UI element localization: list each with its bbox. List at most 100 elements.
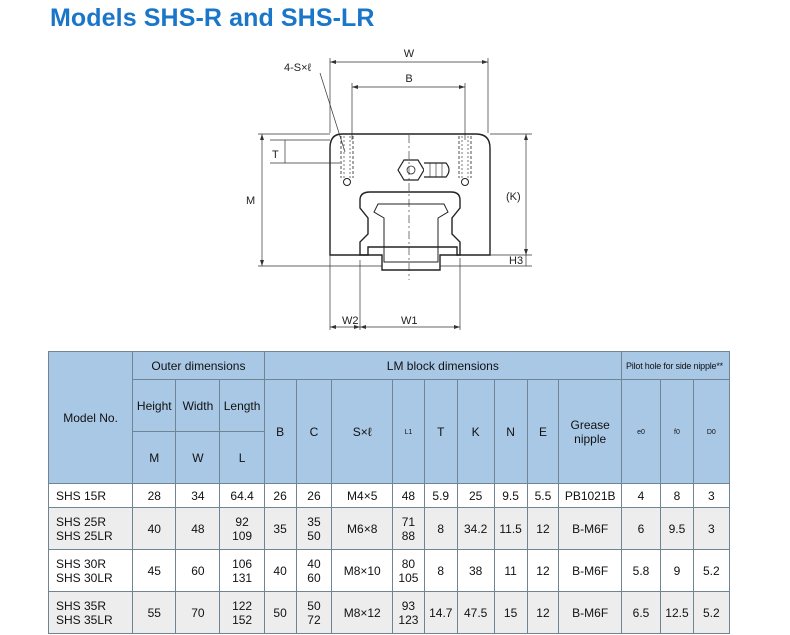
symbol-b: B — [263, 379, 297, 484]
cell-m: 40 — [132, 507, 177, 550]
symbol-l1: L1 — [392, 379, 425, 484]
cell-b: 35 — [263, 507, 297, 550]
cell-e: 12 — [526, 507, 560, 550]
dim-label-t: T — [272, 149, 279, 161]
cell-l1: 48 — [392, 483, 425, 508]
dimensions-table: Model No. Outer dimensions LM block dime… — [47, 351, 790, 634]
header-model-no: Model No. — [47, 351, 134, 484]
header-lm-block-dimensions: LM block dimensions — [263, 351, 623, 380]
cell-t: 8 — [423, 507, 458, 550]
cell-e: 12 — [526, 591, 560, 634]
table-spacer — [729, 351, 789, 484]
symbol-n: N — [493, 379, 528, 484]
symbol-w: W — [175, 431, 221, 484]
dim-label-w2: W2 — [342, 315, 359, 327]
dim-label-k: (K) — [506, 191, 521, 203]
header-outer-dimensions: Outer dimensions — [132, 351, 265, 380]
cell-e: 5.5 — [526, 483, 560, 508]
cell-m: 28 — [132, 483, 177, 508]
symbol-l: L — [219, 431, 265, 484]
block-cross-section-drawing: W B 4-S×ℓ T — [246, 48, 532, 330]
cell-nipple: B-M6F — [558, 507, 622, 550]
symbol-s: S×ℓ — [331, 379, 394, 484]
table-row: SHS 15R 28 34 64.4 26 26 M4×5 48 5.9 25 … — [47, 483, 790, 508]
cell-t: 14.7 — [423, 591, 458, 634]
cell-f0: 9.5 — [660, 507, 694, 550]
cell-d0: 3 — [692, 507, 730, 550]
cell-e0: 6.5 — [620, 591, 662, 634]
cell-w: 70 — [175, 591, 221, 634]
cell-s: M8×10 — [331, 549, 394, 592]
symbol-f0: f0 — [660, 379, 694, 484]
dim-label-w1: W1 — [401, 315, 418, 327]
cell-w: 48 — [175, 507, 221, 550]
symbol-e: E — [526, 379, 560, 484]
symbol-e0: e0 — [620, 379, 662, 484]
header-height: Height — [132, 379, 177, 432]
dim-label-s: 4-S×ℓ — [284, 62, 312, 74]
symbol-d0: D0 — [692, 379, 730, 484]
cell-l: 64.4 — [219, 483, 265, 508]
cell-s: M4×5 — [331, 483, 394, 508]
cell-n: 9.5 — [493, 483, 528, 508]
dim-label-h3: H3 — [509, 255, 523, 267]
cell-n: 11 — [493, 549, 528, 592]
symbol-k: K — [456, 379, 495, 484]
cell-d0: 5.2 — [692, 549, 730, 592]
cell-t: 5.9 — [423, 483, 458, 508]
cell-t: 8 — [423, 549, 458, 592]
cell-f0: 12.5 — [660, 591, 694, 634]
dim-label-w: W — [404, 48, 415, 60]
cell-nipple: PB1021B — [558, 483, 622, 508]
cell-f0: 9 — [660, 549, 694, 592]
cell-k: 38 — [456, 549, 495, 592]
cell-k: 47.5 — [456, 591, 495, 634]
cell-b: 50 — [263, 591, 297, 634]
grease-nipple — [397, 159, 450, 181]
cell-model: SHS 15R — [47, 483, 134, 508]
cell-k: 34.2 — [456, 507, 495, 550]
header-width: Width — [175, 379, 221, 432]
cell-n: 15 — [493, 591, 528, 634]
cell-b: 40 — [263, 549, 297, 592]
symbol-m: M — [132, 431, 177, 484]
cell-e0: 5.8 — [620, 549, 662, 592]
dim-label-m: M — [246, 195, 255, 207]
symbol-c: C — [295, 379, 333, 484]
cell-w: 60 — [175, 549, 221, 592]
cell-s: M6×8 — [331, 507, 394, 550]
symbol-t: T — [423, 379, 458, 484]
cell-nipple: B-M6F — [558, 549, 622, 592]
cell-m: 45 — [132, 549, 177, 592]
cell-m: 55 — [132, 591, 177, 634]
cell-k: 25 — [456, 483, 495, 508]
page-title: Models SHS-R and SHS-LR — [50, 4, 375, 32]
header-pilot-hole: Pilot hole for side nipple** — [621, 351, 730, 380]
cell-d0: 3 — [692, 483, 730, 508]
cell-nipple: B-M6F — [558, 591, 622, 634]
cell-d0: 5.2 — [692, 591, 730, 634]
cell-n: 11.5 — [493, 507, 528, 550]
cell-b: 26 — [263, 483, 297, 508]
cell-s: M8×12 — [331, 591, 394, 634]
cell-f0: 8 — [660, 483, 694, 508]
left-tapped-hole — [340, 136, 354, 186]
cell-c: 26 — [295, 483, 333, 508]
cell-e0: 6 — [620, 507, 662, 550]
